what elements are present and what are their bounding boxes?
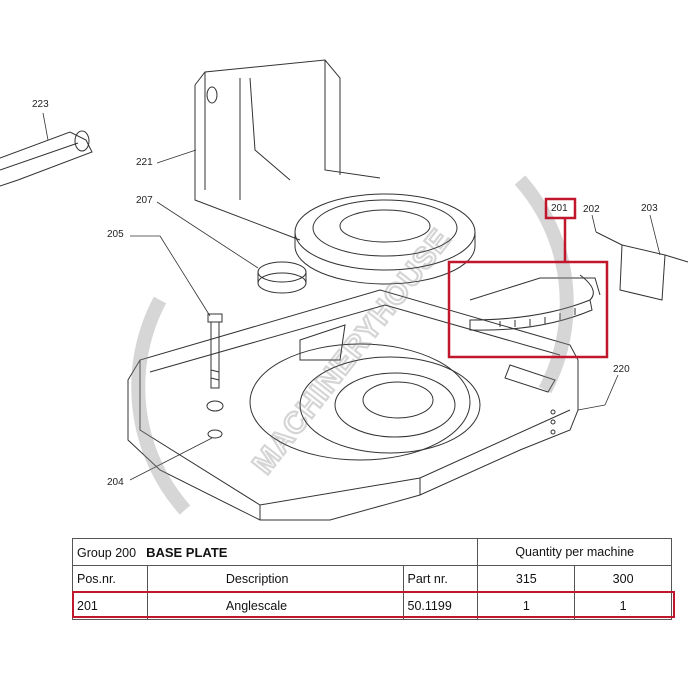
row-description: Anglescale: [146, 592, 404, 620]
part-201-anglescale: [469, 274, 601, 331]
parts-table: Group 200 BASE PLATE Quantity per machine…: [71, 538, 672, 620]
part-220-base-plate: [127, 289, 579, 521]
part-221-column: [194, 59, 381, 241]
row-q1: 1: [477, 592, 576, 620]
callout-202: 202: [583, 204, 600, 215]
row-part: 50.1199: [402, 592, 479, 620]
anglescale-highlight: [447, 260, 609, 359]
callout-223: 223: [32, 99, 49, 110]
header-q2: 300: [574, 565, 672, 593]
watermark-text: MACHINERYHOUSE: [246, 223, 457, 481]
callout-204: 204: [107, 477, 124, 488]
part-203-plate: [595, 231, 689, 301]
row-highlight: [72, 591, 675, 618]
header-part: Part nr.: [402, 565, 479, 593]
header-description: Description: [146, 565, 404, 593]
header-pos: Pos.nr.: [72, 565, 148, 593]
part-205-bolt: [206, 313, 224, 439]
watermark: MACHINERYHOUSE: [245, 222, 459, 482]
group-cell: Group 200 BASE PLATE: [71, 538, 479, 566]
part-207-cap: [257, 261, 307, 294]
row-pos: 201: [72, 592, 148, 620]
row-q2: 1: [574, 592, 672, 620]
callout-203: 203: [641, 203, 658, 214]
callout-207: 207: [136, 195, 153, 206]
watermark-arc: [131, 175, 574, 515]
part-223-shaft: [0, 130, 93, 187]
quantity-header: Quantity per machine: [477, 538, 672, 566]
leader-lines: [42, 112, 661, 481]
callout-201: 201: [551, 203, 568, 214]
part-rotary-ring: [294, 193, 476, 285]
callout-221: 221: [136, 157, 153, 168]
table-group-row: Group 200 BASE PLATE Quantity per machine: [71, 538, 672, 566]
group-title: BASE PLATE: [146, 544, 228, 560]
callout-220: 220: [613, 364, 630, 375]
table-header-row: Pos.nr. Description Part nr. 315 300: [72, 565, 672, 593]
group-label: Group 200: [77, 545, 137, 560]
exploded-parts-drawing: MACHINERYHOUSE: [0, 59, 689, 521]
header-q1: 315: [477, 565, 576, 593]
callout-201-highlight: [544, 197, 577, 220]
callout-205: 205: [107, 229, 124, 240]
table-row: 201 Anglescale 50.1199 1 1: [72, 592, 672, 620]
